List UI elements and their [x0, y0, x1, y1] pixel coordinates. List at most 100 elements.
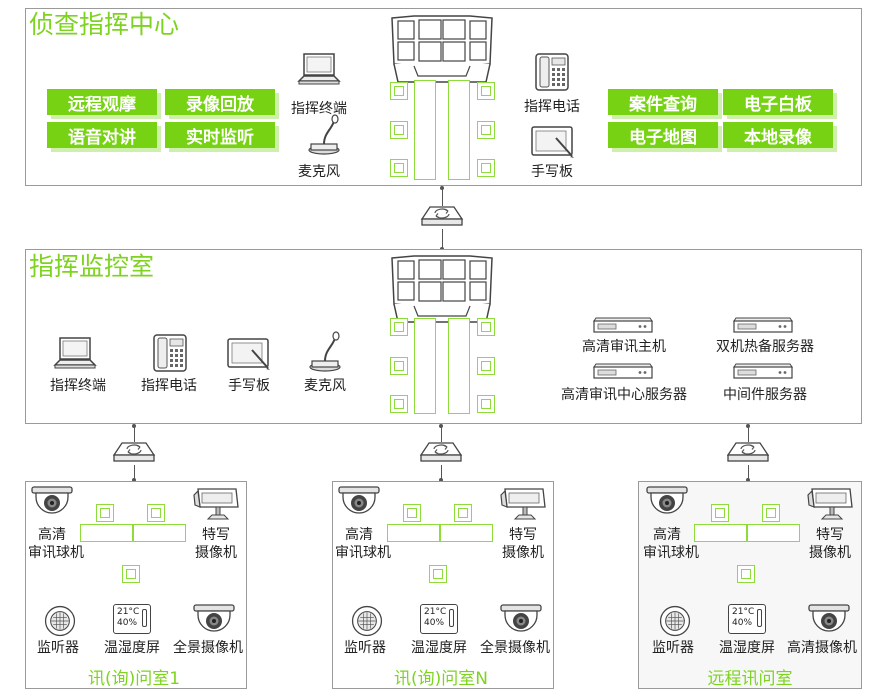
device-label: 监听器 [37, 640, 79, 656]
room-title: 讯(询)问室N [394, 669, 488, 689]
bullet-camera-icon [497, 485, 549, 521]
chair-icon [477, 121, 495, 139]
network-link [134, 426, 135, 442]
listener-icon [658, 604, 692, 638]
device-label: 指挥电话 [141, 378, 197, 394]
device-label: 温湿度屏 [104, 640, 160, 656]
chair-icon [390, 82, 408, 100]
server-label: 双机热备服务器 [716, 339, 814, 355]
videowall-icon [390, 14, 494, 86]
device-label: 麦克风 [298, 164, 340, 180]
dome-camera-icon [335, 485, 383, 521]
switch-icon [420, 205, 464, 231]
dome-camera-icon [190, 603, 238, 639]
network-link [442, 229, 443, 249]
chair-icon [454, 504, 472, 522]
dome-camera-icon [805, 603, 853, 639]
chair-icon [762, 504, 780, 522]
network-link [441, 465, 442, 479]
tablet-icon [226, 336, 272, 370]
dome-camera-icon [643, 485, 691, 521]
command-center-title: 侦查指挥中心 [29, 10, 180, 39]
thermo-display: 21°C 40% [113, 604, 151, 634]
device-label: 指挥电话 [524, 99, 580, 115]
camera-label: 高清 [38, 527, 66, 543]
camera-label: 特写 [509, 527, 537, 543]
chair-icon [711, 504, 729, 522]
camera-label: 摄像机 [195, 545, 237, 561]
dome-camera-icon [28, 485, 76, 521]
thermo-display: 21°C 40% [420, 604, 458, 634]
conference-table [414, 80, 436, 180]
chair-icon [477, 395, 495, 413]
device-label: 指挥终端 [291, 101, 347, 117]
link-node [439, 478, 443, 482]
monitor-room-title: 指挥监控室 [29, 252, 155, 281]
camera-label: 高清 [653, 527, 681, 543]
switch-icon [726, 441, 770, 467]
device-label: 高清摄像机 [787, 640, 857, 656]
network-link [442, 188, 443, 206]
laptop-icon [52, 336, 98, 370]
server-icon [592, 362, 654, 380]
temp-value: 21°C [732, 607, 755, 617]
tag-case-query: 案件查询 [608, 89, 718, 115]
temp-value: 21°C [117, 607, 140, 617]
camera-label: 审讯球机 [28, 545, 84, 561]
listener-icon [350, 604, 384, 638]
device-label: 监听器 [344, 640, 386, 656]
tag-live-listen: 实时监听 [165, 122, 275, 148]
thermometer-icon [757, 609, 762, 627]
network-link [134, 465, 135, 479]
chair-icon [96, 504, 114, 522]
device-label: 全景摄像机 [173, 640, 243, 656]
chair-icon [390, 318, 408, 336]
listener-icon [43, 604, 77, 638]
device-label: 监听器 [652, 640, 694, 656]
tablet-icon [530, 124, 576, 158]
microphone-icon [304, 113, 344, 155]
server-icon [732, 316, 794, 334]
thermometer-icon [449, 609, 454, 627]
humidity-value: 40% [732, 618, 753, 628]
chair-icon [429, 565, 447, 583]
network-link [748, 426, 749, 442]
tag-whiteboard: 电子白板 [723, 89, 833, 115]
tag-e-map: 电子地图 [608, 122, 718, 148]
device-label: 手写板 [228, 378, 270, 394]
camera-label: 审讯球机 [643, 545, 699, 561]
desk-divider [132, 524, 134, 542]
bullet-camera-icon [804, 485, 856, 521]
chair-icon [737, 565, 755, 583]
chair-icon [390, 357, 408, 375]
camera-label: 特写 [202, 527, 230, 543]
conference-table [448, 318, 470, 414]
chair-icon [477, 357, 495, 375]
chair-icon [477, 318, 495, 336]
room-title: 讯(询)问室1 [87, 669, 181, 689]
phone-icon [152, 333, 188, 373]
videowall-icon [390, 254, 494, 326]
chair-icon [477, 82, 495, 100]
server-label: 中间件服务器 [723, 387, 807, 403]
thermo-display: 21°C 40% [728, 604, 766, 634]
desk-divider [439, 524, 441, 542]
device-label: 温湿度屏 [719, 640, 775, 656]
server-label: 高清审讯主机 [582, 339, 666, 355]
camera-label: 审讯球机 [335, 545, 391, 561]
dome-camera-icon [497, 603, 545, 639]
network-link [748, 465, 749, 479]
humidity-value: 40% [117, 618, 138, 628]
server-label: 高清审讯中心服务器 [561, 387, 687, 403]
room-title: 远程讯问室 [707, 669, 793, 689]
tag-intercom: 语音对讲 [47, 122, 157, 148]
tag-remote-view: 远程观摩 [47, 89, 157, 115]
phone-icon [534, 52, 570, 92]
switch-icon [112, 441, 156, 467]
chair-icon [147, 504, 165, 522]
switch-icon [419, 441, 463, 467]
chair-icon [390, 159, 408, 177]
device-label: 麦克风 [304, 378, 346, 394]
camera-label: 高清 [345, 527, 373, 543]
chair-icon [403, 504, 421, 522]
